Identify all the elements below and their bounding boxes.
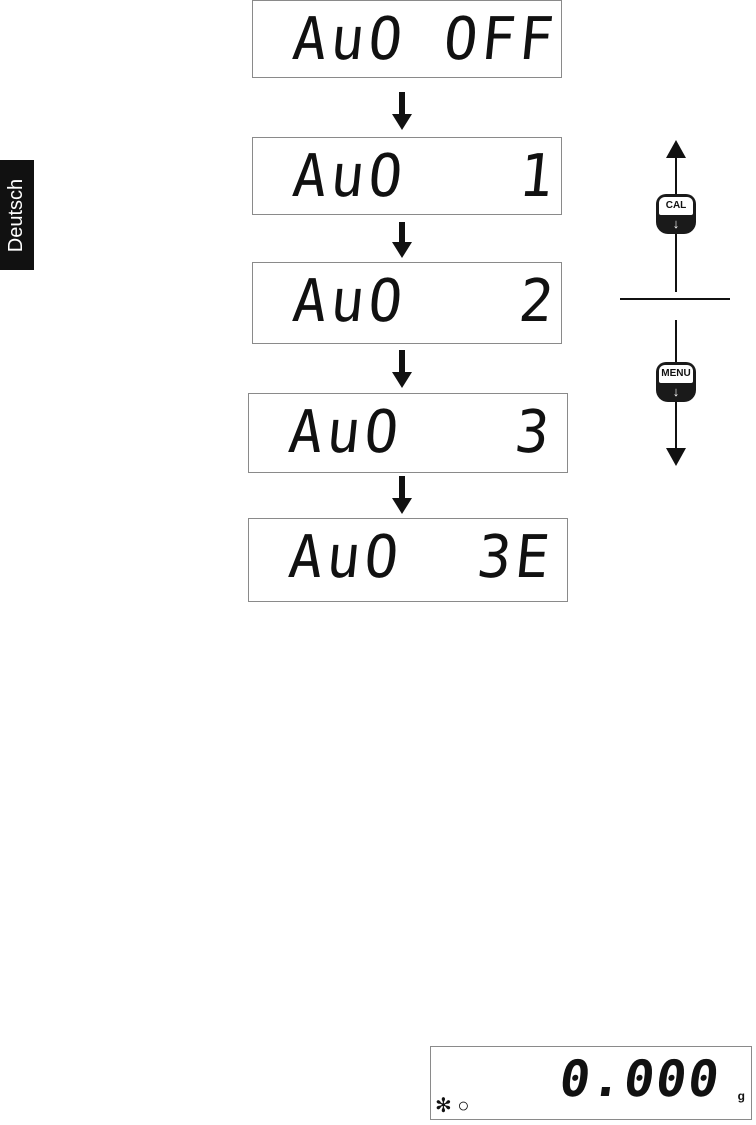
weight-value: 0.000 <box>556 1050 726 1108</box>
stability-symbols: ✻ ○ <box>435 1095 470 1117</box>
cal-key-label: CAL <box>659 197 693 215</box>
language-tab: Deutsch <box>0 160 34 270</box>
flow-arrow-icon <box>392 222 412 258</box>
menu-key-label: MENU <box>659 365 693 383</box>
display-text: AuO OFF <box>289 5 561 74</box>
display-auo-3e: AuO 3E <box>248 518 568 602</box>
flow-arrow-icon <box>392 350 412 388</box>
divider <box>620 298 730 300</box>
flow-arrow-icon <box>392 92 412 130</box>
flow-arrow-icon <box>392 476 412 514</box>
display-text: AuO 3 <box>285 398 557 467</box>
weight-display: 0.000 g ✻ ○ <box>430 1046 752 1120</box>
display-auo-2: AuO 2 <box>252 262 562 344</box>
display-auo-3: AuO 3 <box>248 393 568 473</box>
display-text: AuO 3E <box>285 523 557 592</box>
cal-key[interactable]: CAL ↓ <box>656 194 696 234</box>
display-auo-off: AuO OFF <box>252 0 562 78</box>
display-text: AuO 2 <box>289 267 561 336</box>
down-arrow-icon: ↓ <box>672 216 680 231</box>
display-auo-1: AuO 1 <box>252 137 562 215</box>
menu-key[interactable]: MENU ↓ <box>656 362 696 402</box>
language-tab-label: Deutsch <box>5 178 28 252</box>
display-text: AuO 1 <box>289 142 561 211</box>
down-arrow-icon: ↓ <box>672 384 680 399</box>
weight-unit: g <box>737 1089 745 1103</box>
